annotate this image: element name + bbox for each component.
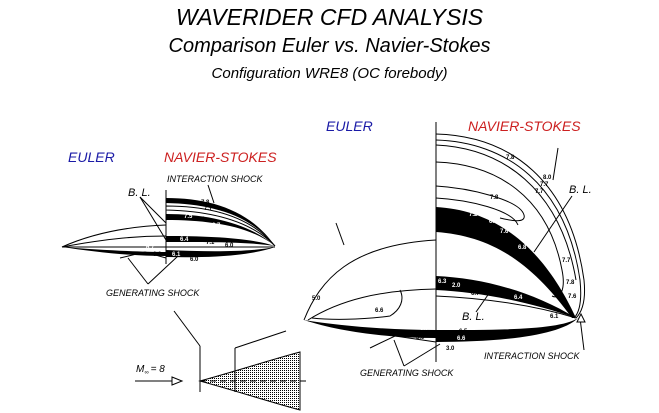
inset-shock-line-2: [234, 330, 287, 349]
left-euler-label: EULER: [68, 149, 115, 165]
right-contour-label: 3.0: [416, 335, 425, 341]
right-contour-label: 6.1: [550, 314, 559, 320]
right-contour-label: 6.5: [459, 329, 468, 335]
right-diagram: EULER NAVIER-STOKES B. L. B. L. INTERACT…: [303, 118, 592, 378]
left-contour-label: 7.7: [196, 217, 205, 223]
left-bl-arrow-2: [139, 196, 167, 241]
page-subtitle: Comparison Euler vs. Navier-Stokes: [168, 35, 491, 57]
right-ns-contour-inner-2: [435, 197, 519, 226]
right-ns-shock-arrow: [552, 147, 559, 181]
right-euler-label: EULER: [326, 118, 373, 134]
left-contour-label: 7.1: [206, 240, 215, 246]
left-contour-label: 7.8: [201, 200, 210, 206]
mach-subscript: ∞: [144, 370, 148, 376]
right-euler-shock-curve: [303, 239, 437, 321]
right-euler-contour-upper: [307, 288, 437, 321]
right-ns-contour-7-8-inner: [435, 185, 525, 222]
right-contour-label: 6.4: [514, 295, 523, 301]
right-contour-label: 7.8: [566, 280, 575, 286]
left-bl-label: B. L.: [128, 187, 151, 199]
flow-inset: M∞= 8: [135, 310, 310, 411]
left-ns-band-1: [166, 198, 275, 246]
right-bl-bottom-arrow: [475, 291, 491, 313]
right-contour-label: 7.8: [506, 155, 515, 161]
left-contour-label: 6.1: [172, 252, 181, 258]
left-ns-contour-2: [165, 205, 276, 247]
left-contour-label: 6.7: [212, 223, 221, 229]
left-interaction-shock-label: INTERACTION SHOCK: [167, 174, 264, 184]
right-euler-shock-arrow: [335, 222, 345, 246]
right-contour-label: 7.2: [469, 212, 478, 218]
right-interaction-shock-arrowhead-icon: [576, 312, 586, 323]
right-contour-label: 7.8: [490, 195, 499, 201]
left-generating-shock-curve: [119, 251, 167, 259]
right-bl-top-arrow: [533, 195, 573, 253]
right-ns-contour-outer-2: [435, 139, 582, 319]
right-ns-bottom-band: [436, 318, 578, 342]
right-contour-label: 6.7: [471, 291, 480, 297]
mach-value: = 8: [151, 364, 166, 375]
left-contour-label: 6.4: [180, 237, 189, 243]
right-interaction-shock-label: INTERACTION SHOCK: [484, 351, 581, 361]
right-contour-label: 6.6: [375, 308, 384, 314]
left-contour-label: 6.0: [225, 243, 234, 249]
right-contour-label: 2.0: [452, 283, 461, 289]
right-contour-label: 7.6: [500, 229, 509, 235]
left-generating-shock-arrow-2: [147, 255, 179, 285]
left-ns-band-4: [166, 236, 275, 246]
right-ns-contour-lower: [435, 295, 577, 319]
right-ns-black-band: [436, 207, 576, 318]
right-generating-shock-label: GENERATING SHOCK: [360, 368, 454, 378]
left-contour-label: 6.0: [153, 252, 162, 258]
right-contour-label: 7.7: [562, 258, 571, 264]
right-ns-contour-outer-3: [435, 144, 577, 281]
right-bl-top-label: B. L.: [569, 184, 592, 196]
left-contour-label: 7.5: [184, 214, 193, 220]
right-contour-label: 7.7: [535, 189, 544, 195]
page-title: WAVERIDER CFD ANALYSIS: [175, 4, 484, 30]
right-ns-lower-band: [436, 276, 576, 318]
right-generating-shock-curve: [369, 335, 437, 349]
left-generating-shock-label: GENERATING SHOCK: [106, 288, 200, 298]
right-contour-label: 7.7: [540, 182, 549, 188]
left-euler-body-curve: [61, 235, 167, 248]
right-contour-label: 6.6: [457, 336, 466, 342]
right-contour-label: 3.0: [446, 346, 455, 352]
right-contour-label: 5.0: [312, 296, 321, 302]
right-contour-label: 6.7: [420, 326, 429, 332]
left-diagram: EULER NAVIER-STOKES INTERACTION SHOCK B.…: [61, 149, 277, 298]
freestream-arrowhead-icon: [171, 376, 184, 386]
left-ns-label: NAVIER-STOKES: [164, 149, 277, 165]
right-euler-lower-band: [304, 320, 436, 338]
left-ns-band-3: [166, 214, 275, 246]
right-contour-label: 6.3: [438, 279, 447, 285]
configuration-label: Configuration WRE8 (OC forebody): [211, 65, 448, 82]
right-generating-shock-arrow-1: [393, 339, 405, 367]
right-contour-label: 6.8: [518, 245, 527, 251]
left-ns-band-5: [166, 247, 275, 258]
right-ns-label: NAVIER-STOKES: [468, 118, 581, 134]
right-euler-contour-6-6: [311, 289, 403, 320]
right-ns-contour-outer-1: [435, 133, 585, 319]
right-contour-label: 6.9: [489, 219, 498, 225]
left-generating-shock-arrow-1: [127, 257, 149, 285]
left-contour-label: 6.0: [190, 257, 199, 263]
right-interaction-shock-arrow: [579, 317, 585, 351]
left-euler-lower-band: [62, 247, 166, 256]
left-bl-arrow-1: [139, 196, 167, 224]
left-contour-label: 6.7: [146, 245, 155, 251]
left-interaction-shock-arrow: [207, 184, 215, 204]
inset-shock-line-1: [173, 310, 201, 347]
right-bl-bottom-label: B. L.: [462, 311, 485, 323]
right-contour-label: 8.0: [543, 175, 552, 181]
mach-symbol: M: [136, 364, 145, 375]
mach-label: M∞= 8: [136, 364, 165, 376]
left-contour-label: 7.7: [204, 206, 213, 212]
right-contour-label: 7.6: [568, 294, 577, 300]
right-generating-shock-arrow-2: [403, 343, 441, 367]
